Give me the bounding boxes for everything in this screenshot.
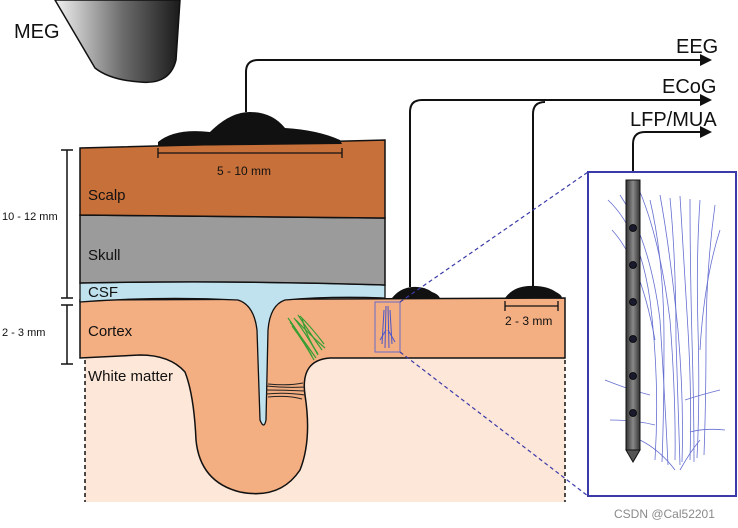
- eeg-electrode: [158, 112, 342, 146]
- meg-label: MEG: [14, 21, 60, 43]
- watermark: CSDN @Cal52201: [614, 507, 715, 521]
- white-matter-dashed-edges: [84, 360, 566, 502]
- ecog-wire-left: [409, 99, 705, 287]
- recording-site-box: [374, 301, 401, 353]
- scalp-label: Scalp: [88, 187, 126, 204]
- depth-bracket-scalp-csf: [61, 149, 73, 299]
- lfp-mua-wire: [632, 131, 705, 180]
- skull-label: Skull: [88, 247, 121, 264]
- zoom-panel: [587, 171, 737, 497]
- eeg-span-bracket: [157, 148, 343, 158]
- scalp-region: [79, 139, 386, 219]
- depth-label-scalp-csf: 10 - 12 mm: [2, 211, 58, 223]
- zoom-neuron-dendrites: [604, 191, 726, 471]
- ecog-arrowhead: [700, 94, 712, 106]
- lfp-mua-arrowhead: [700, 126, 712, 138]
- csf-label: CSF: [88, 284, 118, 301]
- eeg-label: EEG: [676, 36, 718, 58]
- lfp-probe-tip: [625, 449, 641, 463]
- ecog-span-label: 2 - 3 mm: [505, 314, 552, 328]
- skull-region: [79, 214, 386, 286]
- lfp-mua-label: LFP/MUA: [630, 109, 717, 131]
- ecog-electrode-left: [392, 286, 440, 298]
- black-neuron: [265, 382, 306, 400]
- blue-neuron-small: [379, 305, 396, 349]
- ecog-span-bracket: [504, 301, 559, 311]
- depth-label-cortex: 2 - 3 mm: [2, 327, 45, 339]
- ecog-label: ECoG: [662, 76, 716, 98]
- eeg-wire: [245, 59, 705, 112]
- eeg-span-label: 5 - 10 mm: [217, 164, 271, 178]
- probe-contacts: [629, 224, 637, 417]
- cortex-label: Cortex: [88, 323, 133, 340]
- green-neuron: [287, 314, 326, 361]
- depth-bracket-cortex: [61, 304, 73, 365]
- ecog-electrode-right: [505, 285, 562, 298]
- zoom-lines: [399, 171, 589, 497]
- ecog-wire-right: [532, 101, 546, 286]
- white-matter-label: White matter: [88, 368, 173, 385]
- meg-sensor: [54, 0, 181, 84]
- eeg-arrowhead: [700, 54, 712, 66]
